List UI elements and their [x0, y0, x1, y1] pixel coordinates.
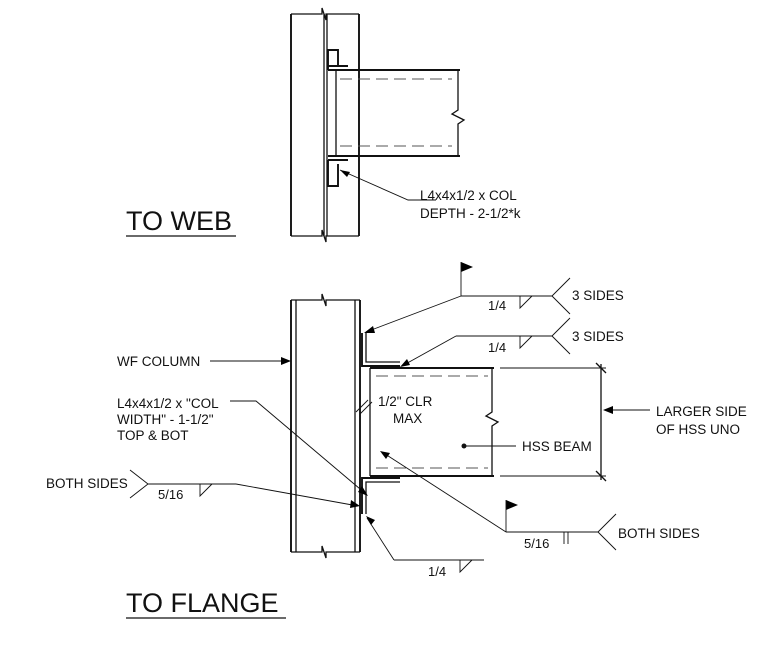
- weld-bottom-right-arrow-line: [381, 451, 507, 533]
- weld-top-note: 3 SIDES: [572, 288, 624, 303]
- flange-angle-note-line1: L4x4x1/2 x "COL: [117, 396, 219, 411]
- weld-second-size: 1/4: [488, 340, 506, 355]
- weld-left-note: BOTH SIDES: [46, 476, 128, 491]
- flange-angle-note-line3: TOP & BOT: [117, 428, 189, 443]
- clear-note-line2: MAX: [393, 411, 422, 426]
- larger-side-leader-arrow: [603, 406, 613, 414]
- weld-left-arrow: [350, 500, 360, 508]
- web-angle-note-line2: DEPTH - 2-1/2*k: [420, 206, 521, 221]
- flange-bottom-angle-inner: [365, 481, 400, 514]
- weld-top-flag: [461, 262, 473, 272]
- web-angle-leader: [339, 169, 436, 201]
- web-angle-leader-arrow: [340, 170, 350, 177]
- weld-bottom-size: 1/4: [428, 564, 446, 579]
- larger-side-line2: OF HSS UNO: [656, 422, 740, 437]
- wf-column-label: WF COLUMN: [117, 354, 200, 369]
- flange-column-top-break: [291, 293, 360, 307]
- weld-bottom-fillet: [459, 559, 473, 574]
- flange-detail: LARGER SIDE OF HSS UNO HSS BEAM 1/2" CLR…: [46, 262, 747, 619]
- weld-bottom-right-size: 5/16: [524, 536, 549, 551]
- clear-dim-tick-2: [359, 401, 373, 415]
- flange-beam-break: [484, 368, 500, 476]
- weld-second-arrow: [400, 359, 410, 367]
- weld-bottom-right-flag: [506, 500, 518, 510]
- hss-beam-dot: [461, 443, 467, 449]
- web-angle-note-line1: L4x4x1/2 x COL: [420, 188, 517, 203]
- web-top-angle: [327, 49, 339, 70]
- weld-bottom-right-note: BOTH SIDES: [618, 526, 700, 541]
- weld-bottom-arrow-line: [366, 517, 395, 561]
- web-column-bottom-break: [291, 229, 359, 243]
- web-detail: L4x4x1/2 x COL DEPTH - 2-1/2*k TO WEB: [126, 7, 521, 243]
- larger-side-line1: LARGER SIDE: [656, 404, 747, 419]
- flange-angle-note-line2: WIDTH" - 1-1/2": [117, 412, 214, 427]
- web-beam-break: [450, 70, 466, 156]
- web-bottom-angle: [327, 160, 339, 187]
- weld-left-tail: [129, 469, 149, 499]
- hss-beam-label: HSS BEAM: [522, 439, 592, 454]
- beam-depth-tick-bottom: [595, 470, 607, 482]
- flange-angle-leader: [230, 400, 367, 495]
- weld-top-size: 1/4: [488, 298, 506, 313]
- flange-column-bottom-break: [291, 545, 360, 559]
- flange-detail-title: TO FLANGE: [126, 588, 279, 618]
- weld-second-fillet: [519, 335, 533, 350]
- weld-top-tail: [551, 277, 571, 315]
- weld-second-arrow-line: [401, 335, 457, 367]
- weld-bottom-right-arrow: [380, 451, 390, 459]
- web-detail-title: TO WEB: [126, 206, 232, 236]
- weld-second-note: 3 SIDES: [572, 329, 624, 344]
- weld-top-arrow-line: [365, 295, 462, 333]
- beam-depth-tick-top: [595, 362, 607, 374]
- web-column-top-break: [291, 7, 359, 21]
- flange-top-angle: [361, 333, 400, 367]
- clear-note-line1: 1/2" CLR: [378, 394, 433, 409]
- weld-left-size: 5/16: [158, 487, 183, 502]
- flange-top-angle-inner: [365, 333, 400, 363]
- weld-second-tail: [551, 317, 571, 355]
- weld-left-fillet: [199, 483, 213, 498]
- weld-bottom-right-fillet: [563, 532, 569, 544]
- flange-bottom-angle: [361, 477, 400, 514]
- weld-top-arrow: [364, 326, 375, 333]
- wf-column-leader-arrow: [281, 357, 291, 365]
- weld-bottom-right-tail: [597, 513, 617, 551]
- clear-dim-tick-1: [355, 399, 369, 413]
- weld-top-fillet: [519, 295, 533, 310]
- weld-bottom-arrow: [366, 516, 375, 525]
- flange-angle-leader-arrow: [358, 486, 368, 496]
- weld-left-arrow-line: [235, 483, 359, 507]
